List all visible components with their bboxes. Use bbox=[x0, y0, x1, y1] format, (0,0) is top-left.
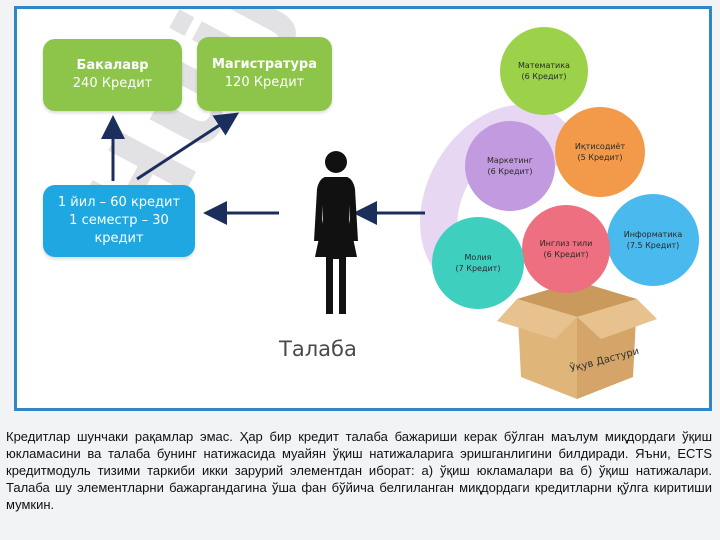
subject-name: Маркетинг bbox=[487, 156, 533, 165]
subject-name: Молия bbox=[464, 253, 492, 262]
subject-bubble-mathematics: Математика (6 Кредит) bbox=[500, 27, 588, 115]
subject-bubble-informatics: Информатика (7.5 Кредит) bbox=[607, 194, 699, 286]
subject-name: Иқтисодиёт bbox=[574, 142, 626, 151]
subject-credits: (6 Кредит) bbox=[521, 72, 567, 81]
arrows bbox=[101, 112, 425, 225]
master-title: Магистратура bbox=[211, 57, 317, 72]
subject-bubble-english: Инглиз тили (6 Кредит) bbox=[522, 205, 610, 293]
semester-line: 1 семестр – 30 кредит bbox=[69, 213, 169, 246]
subject-bubble-finance: Молия (7 Кредит) bbox=[432, 217, 524, 309]
year-line: 1 йил – 60 кредит bbox=[57, 195, 181, 210]
master-box: Магистратура 120 Кредит bbox=[197, 37, 332, 111]
subject-name: Математика bbox=[518, 61, 570, 70]
subject-credits: (6 Кредит) bbox=[543, 250, 589, 259]
subject-credits: (7 Кредит) bbox=[455, 264, 501, 273]
description-paragraph: Кредитлар шунчаки рақамлар эмас. Ҳар бир… bbox=[6, 429, 712, 512]
bachelor-box: Бакалавр 240 Кредит bbox=[43, 39, 182, 111]
subject-bubble-economics: Иқтисодиёт (5 Кредит) bbox=[555, 107, 645, 197]
subject-bubble-marketing: Маркетинг (6 Кредит) bbox=[465, 121, 555, 211]
arrow-diagonal bbox=[136, 112, 240, 181]
master-credits: 120 Кредит bbox=[224, 75, 305, 90]
student-icon bbox=[314, 151, 358, 314]
subject-credits: (5 Кредит) bbox=[577, 153, 623, 162]
year-semester-box: 1 йил – 60 кредит 1 семестр – 30 кредит bbox=[43, 185, 195, 257]
diagram-frame: Hujjat Бакалавр 240 Кредит Магистратура … bbox=[14, 6, 712, 411]
subject-name: Информатика bbox=[623, 230, 683, 239]
student-label: Талаба bbox=[279, 337, 357, 361]
program-box-icon bbox=[497, 281, 657, 399]
subject-credits: (6 Кредит) bbox=[487, 167, 533, 176]
subject-credits: (7.5 Кредит) bbox=[626, 241, 680, 250]
subject-name: Инглиз тили bbox=[539, 239, 593, 248]
bachelor-title: Бакалавр bbox=[76, 58, 149, 73]
bachelor-credits: 240 Кредит bbox=[72, 76, 153, 91]
